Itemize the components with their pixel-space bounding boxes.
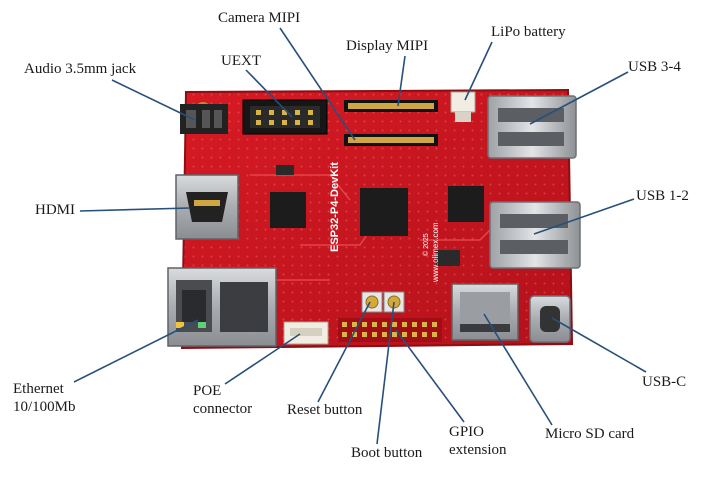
gpio-pin (432, 332, 437, 337)
lipo-battery-connector (450, 91, 476, 122)
gpio-leader-line (395, 329, 465, 423)
gpio-pin (412, 322, 417, 327)
audio-jack-label: Audio 3.5mm jack (24, 61, 137, 77)
gpio-pin (362, 332, 367, 337)
display-mipi-connector (344, 100, 438, 112)
uext-label: UEXT (221, 53, 261, 69)
uext-pin (256, 110, 261, 115)
gpio-pin (352, 322, 357, 327)
gpio-pin (402, 322, 407, 327)
gpio-pin (422, 322, 427, 327)
camera-mipi-label: Camera MIPI (218, 10, 301, 26)
uext-pin (308, 120, 313, 125)
gpio-pin (352, 332, 357, 337)
lipo-leader-line (464, 41, 493, 101)
gpio-pin (372, 332, 377, 337)
usb12-leader-line (533, 198, 635, 235)
gpio-pin (362, 322, 367, 327)
audio-leader-line (111, 79, 196, 121)
ethernet-port (167, 267, 277, 347)
audio-jack (180, 104, 228, 134)
gpio-pin (412, 332, 417, 337)
uext-leader-line (245, 69, 293, 118)
microsd-slot (451, 283, 519, 341)
gpio-pin (392, 332, 397, 337)
gpio-pin (342, 322, 347, 327)
gpio-pin (392, 322, 397, 327)
poe-connector (283, 321, 329, 345)
uext-connector (242, 99, 328, 135)
usb-1-2-label: USB 1-2 (636, 188, 689, 204)
display-mipi-label: Display MIPI (346, 38, 429, 54)
usb-1-2-port (489, 201, 581, 269)
uext-pin (308, 110, 313, 115)
board-name-label: ESP32-P4-DevKit (329, 162, 341, 252)
usb-c-port (529, 295, 571, 343)
uext-pin (282, 120, 287, 125)
uext-pin (295, 120, 300, 125)
usb-3-4-port (487, 95, 577, 159)
uext-pin (269, 120, 274, 125)
chips (270, 165, 484, 266)
uext-pin (295, 110, 300, 115)
microsd-label: Micro SD card (545, 426, 635, 442)
gpio-pin (382, 322, 387, 327)
reset-button-label: Reset button (287, 402, 363, 418)
usb-3-4-label: USB 3-4 (628, 59, 681, 75)
gpio-pin (382, 332, 387, 337)
gpio-pin (432, 322, 437, 327)
year-label: © 2025 (422, 233, 430, 256)
usbc-leader-line (551, 317, 647, 373)
gpio-pin (402, 332, 407, 337)
hdmi-port (175, 174, 239, 240)
usb-c-label: USB-C (642, 374, 687, 390)
hdmi-leader-line (79, 207, 191, 212)
microsd-leader-line (483, 313, 553, 426)
poe-leader-line (224, 333, 301, 385)
usb34-leader-line (529, 71, 629, 125)
uext-pin (282, 110, 287, 115)
callout-leader-lines (73, 27, 647, 445)
brand-label: www.olimex.com (431, 222, 440, 283)
boot-leader-line (376, 301, 395, 445)
boot-button-label: Boot button (351, 445, 423, 461)
silkscreen: ESP32-P4-DevKit www.olimex.com © 2025 (329, 162, 440, 283)
display-leader-line (397, 55, 406, 107)
uext-pin (269, 110, 274, 115)
lipo-battery-label: LiPo battery (491, 24, 566, 40)
reset-button (361, 291, 383, 313)
reset-leader-line (317, 301, 371, 403)
camera-leader-line (279, 27, 356, 141)
hdmi-label: HDMI (35, 202, 75, 218)
ethernet-leader-line (73, 319, 199, 383)
camera-mipi-connector (344, 134, 438, 146)
gpio-pin (342, 332, 347, 337)
gpio-pin (372, 322, 377, 327)
gpio-pin (422, 332, 427, 337)
uext-pin (256, 120, 261, 125)
